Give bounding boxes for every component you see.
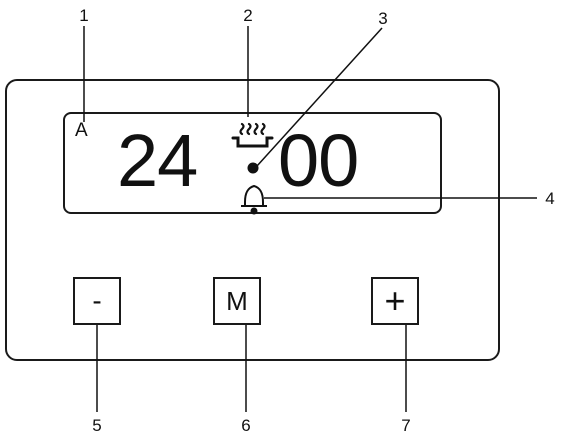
minus-button-label: -	[92, 285, 102, 316]
colon-dot	[247, 162, 259, 174]
callout-5: 5	[92, 416, 102, 435]
minutes-digits: 00	[278, 119, 359, 202]
mode-indicator: A	[75, 120, 88, 141]
menu-button-label: M	[226, 286, 248, 316]
steam-pot-icon	[231, 122, 274, 148]
menu-button[interactable]: M	[213, 277, 261, 325]
callout-1: 1	[79, 6, 89, 25]
callout-7: 7	[401, 416, 411, 435]
minus-button[interactable]: -	[73, 277, 121, 325]
callout-2: 2	[243, 6, 253, 25]
plus-button[interactable]: +	[371, 277, 419, 325]
callout-4: 4	[545, 189, 555, 208]
control-panel	[5, 79, 500, 361]
callout-6: 6	[241, 416, 251, 435]
plus-button-label: +	[384, 280, 406, 321]
callout-3: 3	[378, 9, 388, 28]
hours-digits: 24	[117, 119, 198, 202]
leader-line-3	[256, 27, 383, 167]
bell-icon	[241, 184, 267, 215]
